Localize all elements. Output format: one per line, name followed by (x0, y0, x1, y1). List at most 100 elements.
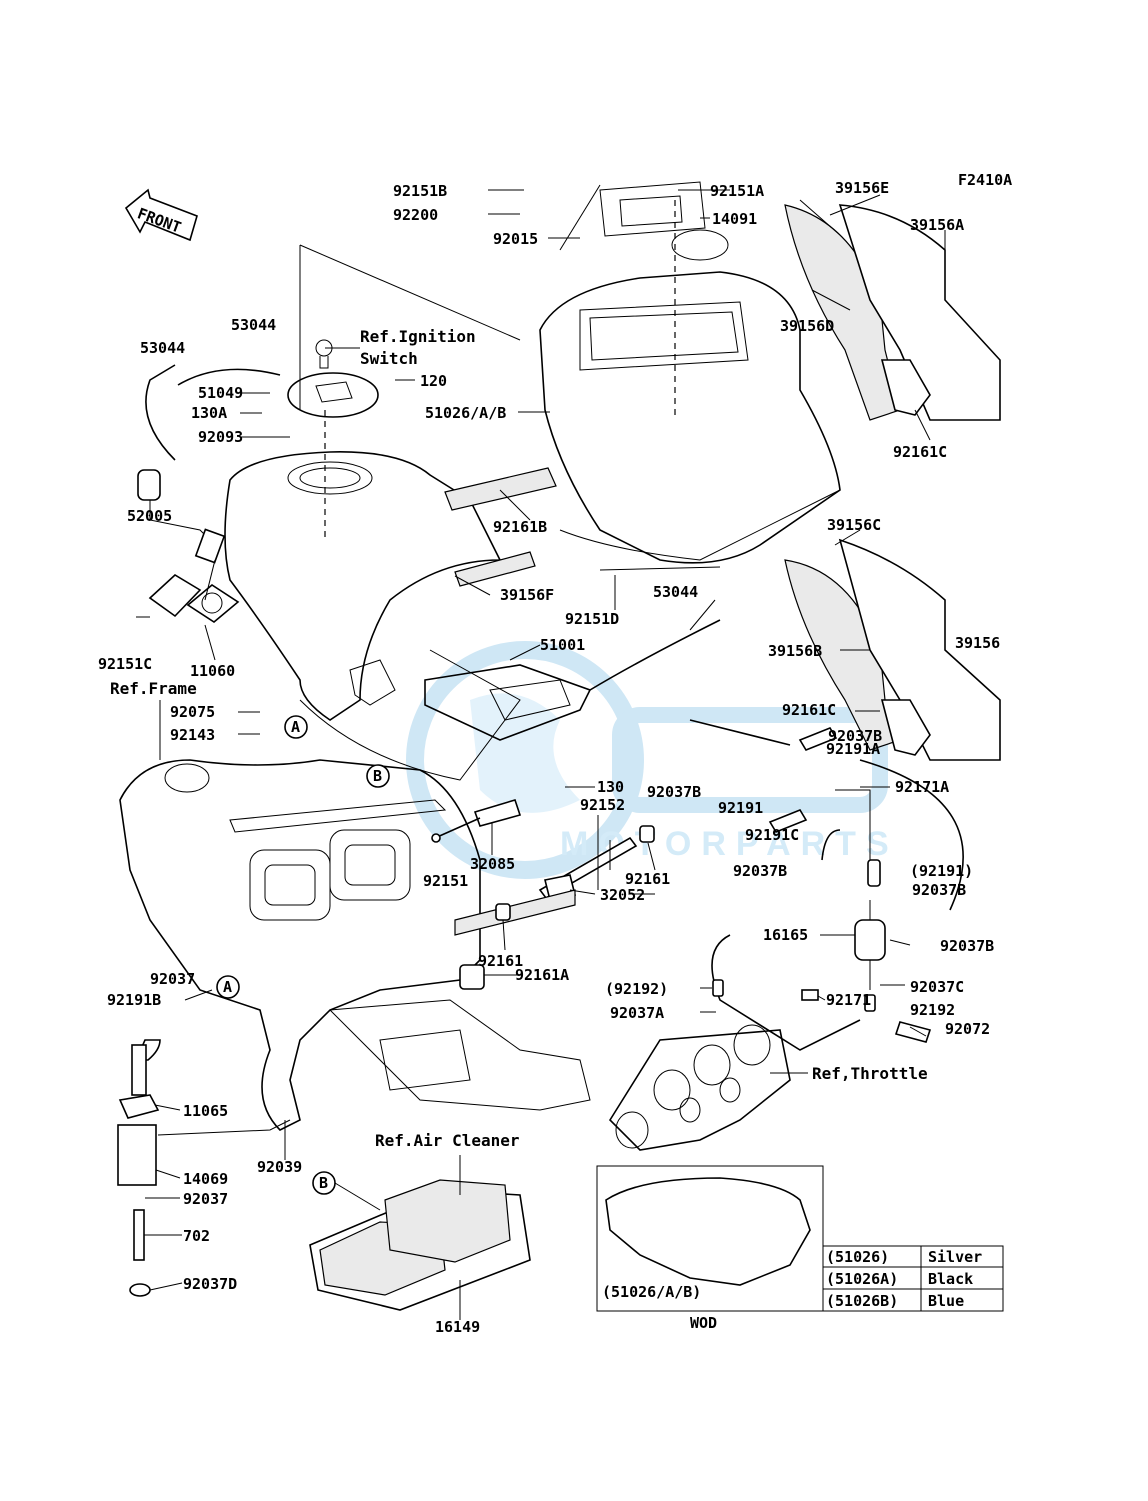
part-labels: 92151B 92200 92015 92151A 14091 39156E 3… (98, 179, 1000, 1336)
label-92161A: 92161A (515, 966, 569, 984)
label-92161: 92161 (625, 870, 670, 888)
color-row-color-3: Blue (928, 1292, 964, 1310)
label-92191-paren: (92191) (910, 862, 973, 880)
ref-frame: Ref.Frame (110, 679, 197, 698)
callout-a-2: A (223, 978, 232, 996)
label-39156B: 39156B (768, 642, 822, 660)
label-39156E: 39156E (835, 179, 889, 197)
front-arrow: FRONT (124, 188, 198, 242)
ref-air-cleaner: Ref.Air Cleaner (375, 1131, 520, 1150)
label-32052: 32052 (600, 886, 645, 904)
fuel-cap (287, 339, 379, 418)
label-92151: 92151 (423, 872, 468, 890)
label-92075: 92075 (170, 703, 215, 721)
label-51026AB: 51026/A/B (425, 404, 506, 422)
label-92192-paren: (92192) (605, 980, 668, 998)
label-92171: 92171 (826, 991, 871, 1009)
leader-lines (136, 184, 946, 1320)
label-92171A: 92171A (895, 778, 949, 796)
label-92151B: 92151B (393, 182, 447, 200)
air-cleaner (309, 1179, 531, 1311)
label-14069: 14069 (183, 1170, 228, 1188)
color-row-part-2: (51026A) (826, 1270, 898, 1288)
label-92152: 92152 (580, 796, 625, 814)
label-92151A: 92151A (710, 182, 764, 200)
label-92093: 92093 (198, 428, 243, 446)
callout-b-1: B (373, 767, 382, 785)
hose-53044-right (589, 619, 721, 691)
callouts: A B A B (216, 715, 390, 1195)
label-92037B-2: 92037B (647, 783, 701, 801)
label-92037D: 92037D (183, 1275, 237, 1293)
label-92037: 92037 (150, 970, 195, 988)
label-92200: 92200 (393, 206, 438, 224)
hose-53044-left2 (177, 368, 281, 386)
label-52005: 52005 (127, 507, 172, 525)
watermark: MOTORPARTS (406, 641, 889, 879)
label-92161B: 92161B (493, 518, 547, 536)
label-92039: 92039 (257, 1158, 302, 1176)
label-51049: 51049 (198, 384, 243, 402)
label-92192: 92192 (910, 1001, 955, 1019)
tank-cover (539, 181, 841, 564)
tank-bracket (349, 659, 592, 741)
label-92015: 92015 (493, 230, 538, 248)
label-92037B-1: 92037B (828, 727, 882, 745)
label-120: 120 (420, 372, 447, 390)
color-table: (51026) Silver (51026A) Black (51026B) B… (602, 1245, 1004, 1312)
color-row-color-1: Silver (928, 1248, 982, 1266)
label-92143: 92143 (170, 726, 215, 744)
label-39156D: 39156D (780, 317, 834, 335)
label-16165: 16165 (763, 926, 808, 944)
label-92037B-5: 92037B (940, 937, 994, 955)
callout-a-1: A (291, 718, 300, 736)
label-39156A: 39156A (910, 216, 964, 234)
label-11065: 11065 (183, 1102, 228, 1120)
wod-cover (605, 1177, 811, 1286)
callout-b-2: B (319, 1174, 328, 1192)
label-14091: 14091 (712, 210, 757, 228)
fuel-tank (224, 410, 521, 781)
label-92037B-3: 92037B (733, 862, 787, 880)
color-table-caption: (51026/A/B) (602, 1283, 701, 1301)
label-92037A: 92037A (610, 1004, 664, 1022)
label-92191C: 92191C (745, 826, 799, 844)
label-92161C-top: 92161C (893, 443, 947, 461)
bracket-32085 (431, 799, 522, 843)
ref-ignition-switch: Switch (360, 349, 418, 368)
fuel-lines-right (689, 719, 964, 1051)
label-32085: 32085 (470, 855, 515, 873)
side-panels (784, 204, 1001, 761)
ref-throttle: Ref,Throttle (812, 1064, 928, 1083)
label-53044-c: 53044 (653, 583, 698, 601)
label-702: 702 (183, 1227, 210, 1245)
label-92191A: 92191A (826, 740, 880, 758)
ref-ignition: Ref.Ignition (360, 327, 476, 346)
label-53044-a: 53044 (231, 316, 276, 334)
label-130A: 130A (191, 404, 227, 422)
label-53044-b: 53044 (140, 339, 185, 357)
label-92161C-mid: 92161C (782, 701, 836, 719)
frame (119, 759, 591, 1131)
label-92191: 92191 (718, 799, 763, 817)
label-92037-b: 92037 (183, 1190, 228, 1208)
color-row-part-1: (51026) (826, 1248, 889, 1266)
label-92191B: 92191B (107, 991, 161, 1009)
label-11060: 11060 (190, 662, 235, 680)
label-39156C: 39156C (827, 516, 881, 534)
label-92161-b: 92161 (478, 952, 523, 970)
color-row-color-2: Black (928, 1270, 973, 1288)
wod-box (596, 1165, 824, 1312)
pads (444, 467, 557, 587)
label-92151D: 92151D (565, 610, 619, 628)
wod-label: WOD (690, 1314, 717, 1332)
label-92037C: 92037C (910, 978, 964, 996)
pipe-92152 (454, 825, 655, 990)
throttle-bodies (608, 1024, 791, 1151)
fuel-pump (137, 469, 240, 623)
label-51001: 51001 (540, 636, 585, 654)
label-92072: 92072 (945, 1020, 990, 1038)
hose-53044-left (145, 364, 176, 461)
label-130: 130 (597, 778, 624, 796)
